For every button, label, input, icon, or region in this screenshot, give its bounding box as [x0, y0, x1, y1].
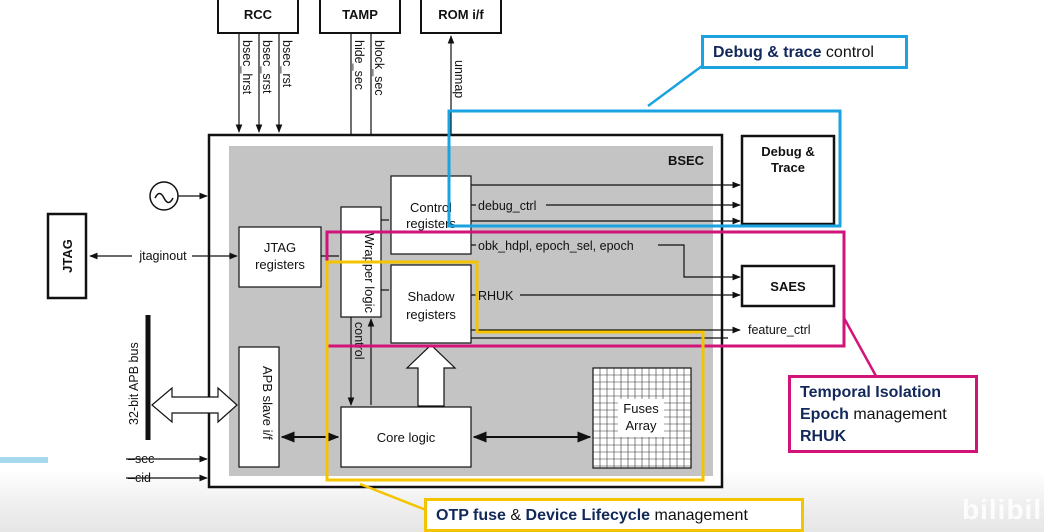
fuses-line1: Fuses — [623, 401, 659, 416]
saes-block: SAES — [740, 264, 836, 308]
debug-trace-callout: Debug & trace control — [701, 35, 908, 69]
debug-trace-line1: Debug & — [761, 144, 814, 159]
tamp-label: TAMP — [342, 7, 378, 22]
clock-icon — [149, 181, 208, 211]
debug-callout-normal: control — [821, 44, 874, 61]
bsec-rst-signal: bsec_rst — [280, 40, 294, 88]
temporal-line3: RHUK — [800, 428, 847, 445]
watermark-logo: bilibili — [962, 494, 1044, 525]
debug-trace-line2: Trace — [771, 160, 805, 175]
rom-block: ROM i/f — [420, 0, 502, 34]
temporal-line2-bold: Epoch — [800, 406, 849, 423]
shadow-registers-line2: registers — [406, 307, 456, 322]
apb-bus-arrow — [151, 386, 238, 424]
rcc-block: RCC — [217, 0, 299, 34]
debug-ctrl-signal: debug_ctrl — [478, 199, 536, 213]
shadow-load-arrow — [405, 344, 457, 407]
control-signal: control — [352, 322, 366, 360]
tamp-block: TAMP — [319, 0, 401, 34]
apb-bus-label: 32-bit APB bus — [127, 342, 141, 425]
fuses-line2: Array — [625, 418, 657, 433]
core-logic-block: Core logic — [340, 406, 472, 468]
otp-callout-mid: & — [505, 507, 526, 524]
debug-callout-bold: Debug & trace — [713, 44, 822, 61]
sec-signal-text: sec — [135, 452, 154, 466]
shadow-registers-block: Shadow registers — [390, 264, 472, 344]
bsec-srst-signal: bsec_srst — [260, 40, 274, 94]
temporal-isolation-callout: Temporal Isolation Epoch management RHUK — [788, 375, 978, 453]
wrapper-logic-label: Wrapper logic — [362, 233, 377, 313]
debug-trace-block: Debug & Trace — [740, 134, 836, 226]
core-logic-label: Core logic — [377, 430, 436, 445]
cid-signal: –cid — [128, 471, 151, 485]
rcc-label: RCC — [244, 7, 273, 22]
jtaginout-signal: jtaginout — [138, 249, 187, 263]
saes-label: SAES — [770, 279, 806, 294]
otp-callout-connector — [359, 482, 427, 512]
bsec-label: BSEC — [668, 153, 705, 168]
otp-callout-normal: management — [650, 507, 748, 524]
apb-slave-block: APB slave i/f — [238, 346, 280, 468]
otp-lifecycle-callout: OTP fuse & Device Lifecycle management — [424, 498, 804, 532]
jtag-registers-block: JTAG registers — [238, 226, 322, 288]
temporal-line1: Temporal Isolation — [800, 384, 942, 401]
rhuk-signal: RHUK — [478, 289, 514, 303]
feature-ctrl-signal: feature_ctrl — [748, 323, 811, 337]
sec-signal: –sec — [128, 452, 154, 466]
control-registers-block: Control registers — [390, 175, 472, 255]
rom-label: ROM i/f — [438, 7, 484, 22]
fuses-array-block: Fuses Array — [592, 367, 692, 469]
hide-sec-signal: hide_sec — [352, 40, 366, 90]
jtag-registers-line2: registers — [255, 257, 305, 272]
otp-callout-bold1: OTP fuse — [436, 507, 506, 524]
control-registers-line2: registers — [406, 216, 456, 231]
temporal-callout-connector — [842, 317, 878, 377]
obk-hdpl-signal: obk_hdpl, epoch_sel, epoch — [478, 239, 634, 253]
jtag-external-block: JTAG — [46, 212, 88, 300]
jtag-external-label: JTAG — [60, 239, 75, 273]
left-accent-bar — [0, 457, 48, 463]
debug-highlight-box — [447, 109, 842, 228]
unmap-signal: unmap — [452, 60, 466, 98]
debug-callout-connector — [647, 64, 703, 108]
otp-highlight-box — [325, 260, 705, 482]
cid-signal-text: cid — [135, 471, 151, 485]
control-registers-line1: Control — [410, 200, 452, 215]
shadow-registers-line1: Shadow — [408, 289, 456, 304]
otp-callout-bold2: Device Lifecycle — [525, 507, 651, 524]
block-sec-signal: block_sec — [372, 40, 386, 96]
jtag-registers-line1: JTAG — [264, 240, 296, 255]
apb-slave-label: APB slave i/f — [260, 366, 275, 440]
temporal-line2-normal: management — [848, 406, 947, 423]
bsec-hrst-signal: bsec_hrst — [240, 40, 254, 95]
